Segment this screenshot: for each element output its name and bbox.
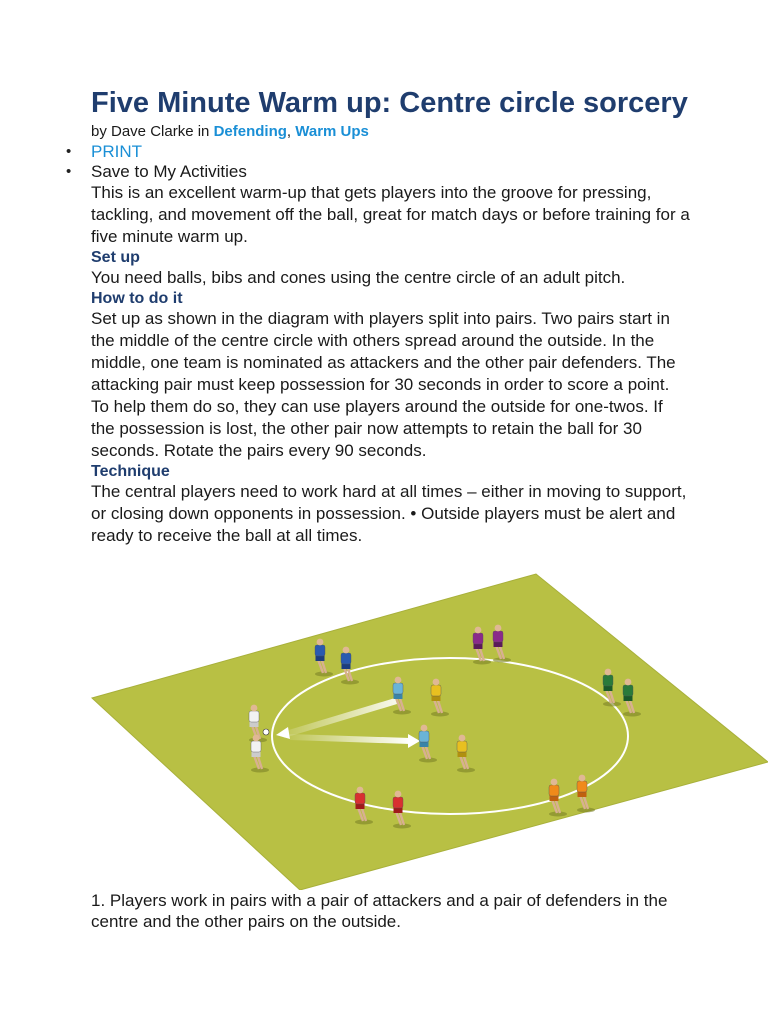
save-item: Save to My Activities [66, 162, 691, 182]
purple-player-2 [492, 624, 511, 663]
intro-paragraph: This is an excellent warm-up that gets p… [91, 183, 690, 246]
cyan-player-1 [392, 676, 411, 715]
centre-circle [271, 657, 629, 815]
white-player-2 [250, 734, 269, 773]
pitch-surface [91, 573, 768, 891]
byline-author: by Dave Clarke in [91, 123, 210, 140]
article: Five Minute Warm up: Centre circle sorce… [66, 86, 691, 547]
blue-player-2 [340, 646, 359, 685]
drill-diagram [90, 572, 768, 891]
section-heading-how: How to do it [91, 290, 183, 307]
section-body-setup: You need balls, bibs and cones using the… [91, 268, 626, 287]
section-heading-setup: Set up [91, 249, 140, 266]
pitch-illustration [91, 573, 768, 891]
category-link-warm-ups[interactable]: Warm Ups [295, 123, 369, 140]
article-actions: PRINT Save to My Activities [66, 142, 691, 182]
save-to-activities-link[interactable]: Save to My Activities [91, 162, 247, 181]
print-item: PRINT [66, 142, 691, 162]
category-separator: , [286, 123, 292, 140]
byline: by Dave Clarke in Defending, Warm Ups [91, 122, 691, 142]
yellow-player-2 [456, 734, 475, 773]
yellow-player-1 [430, 678, 449, 717]
ball [262, 728, 270, 736]
purple-player-1 [472, 626, 491, 665]
pass-arrow-2 [290, 734, 420, 748]
green-player-1 [602, 668, 621, 707]
section-body-how: Set up as shown in the diagram with play… [91, 309, 676, 460]
pass-arrow-1 [276, 698, 397, 739]
article-title: Five Minute Warm up: Centre circle sorce… [91, 87, 688, 119]
section-body-technique: The central players need to work hard at… [91, 482, 687, 545]
orange-player-2 [576, 774, 595, 813]
cyan-player-2 [418, 724, 437, 763]
blue-player-1 [314, 638, 333, 677]
print-link[interactable]: PRINT [91, 142, 142, 161]
diagram-caption: 1. Players work in pairs with a pair of … [91, 891, 668, 931]
green-player-2 [622, 678, 641, 717]
red-player-2 [392, 790, 411, 829]
category-link-defending[interactable]: Defending [213, 123, 287, 140]
red-player-1 [354, 786, 373, 825]
orange-player-1 [548, 778, 567, 817]
section-heading-technique: Technique [91, 463, 170, 480]
